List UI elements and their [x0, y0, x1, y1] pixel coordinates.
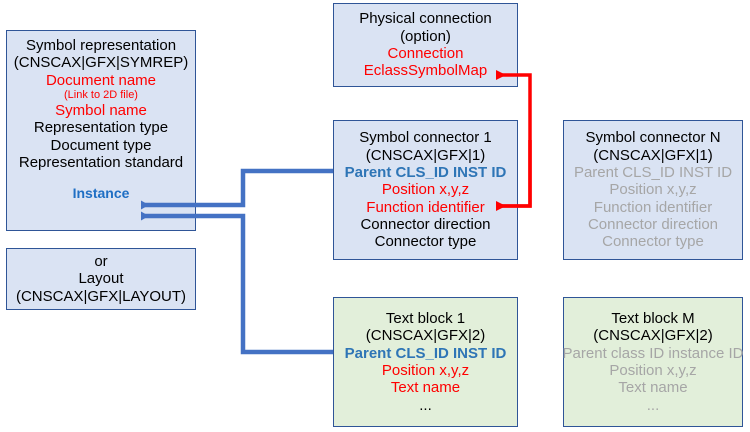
box-symbol-representation[interactable]: Symbol representation (CNSCAX|GFX|SYMREP…: [6, 30, 196, 231]
textM-line-2: (CNSCAX|GFX|2): [593, 327, 713, 345]
symrep-line-5: Symbol name: [55, 101, 147, 119]
symrep-line-6: Representation type: [33, 119, 169, 137]
physical-line-3: Connection: [387, 45, 464, 62]
box-text-block-1[interactable]: Text block 1 (CNSCAX|GFX|2) Parent CLS_I…: [333, 297, 518, 427]
box-symbol-connector-1[interactable]: Symbol connector 1 (CNSCAX|GFX|1) Parent…: [333, 120, 518, 260]
textM-line-1: Text block M: [611, 309, 695, 327]
symrep-line-7: Document type: [50, 136, 152, 154]
conn1-line-1: Symbol connector 1: [359, 129, 492, 147]
box-layout[interactable]: or Layout (CNSCAX|GFX|LAYOUT): [6, 248, 196, 310]
symrep-line-3: Document name: [45, 71, 157, 89]
symrep-line-4: (Link to 2D file): [64, 89, 138, 102]
text1-line-6: ...: [419, 396, 432, 414]
textM-line-5: Text name: [618, 379, 688, 397]
connN-line-7: Connector type: [602, 233, 704, 251]
layout-line-2: Layout: [78, 270, 124, 288]
box-text-block-m[interactable]: Text block M (CNSCAX|GFX|2) Parent class…: [563, 297, 743, 427]
textM-line-3: Parent class ID instance ID: [562, 344, 744, 362]
symrep-line-1: Symbol representation: [25, 37, 177, 54]
symrep-line-2: (CNSCAX|GFX|SYMREP): [13, 54, 189, 72]
connN-line-1: Symbol connector N: [585, 129, 721, 147]
text1-line-4: Position x,y,z: [381, 362, 470, 379]
textM-line-4: Position x,y,z: [609, 362, 697, 379]
physical-line-1: Physical connection: [359, 10, 492, 28]
conn1-line-2: (CNSCAX|GFX|1): [365, 146, 486, 164]
box-symbol-connector-n[interactable]: Symbol connector N (CNSCAX|GFX|1) Parent…: [563, 120, 743, 260]
layout-line-1: or: [94, 252, 108, 270]
connN-line-4: Position x,y,z: [609, 181, 697, 199]
conn1-line-6: Connector direction: [360, 216, 491, 234]
connN-line-6: Connector direction: [587, 216, 719, 234]
layout-line-3: (CNSCAX|GFX|LAYOUT): [15, 287, 187, 305]
symrep-line-8: Representation standard: [18, 154, 184, 172]
physical-line-4: EclassSymbolMap: [363, 62, 488, 80]
text1-line-5: Text name: [390, 379, 461, 397]
physical-line-2: (option): [400, 27, 451, 45]
conn1-line-7: Connector type: [374, 233, 477, 251]
connN-line-2: (CNSCAX|GFX|1): [593, 146, 713, 164]
box-physical-connection[interactable]: Physical connection (option) Connection …: [333, 3, 518, 87]
instance-label: Instance: [72, 185, 130, 202]
conn1-line-3: Parent CLS_ID INST ID: [344, 163, 507, 181]
text1-line-3: Parent CLS_ID INST ID: [344, 344, 507, 362]
conn1-line-4: Position x,y,z: [381, 181, 470, 199]
text1-line-1: Text block 1: [385, 309, 466, 327]
connN-line-3: Parent CLS_ID INST ID: [573, 163, 733, 181]
text1-line-2: (CNSCAX|GFX|2): [365, 327, 486, 345]
connN-line-5: Function identifier: [593, 198, 713, 216]
textM-line-6: ...: [646, 396, 660, 414]
conn1-line-5: Function identifier: [366, 198, 485, 216]
